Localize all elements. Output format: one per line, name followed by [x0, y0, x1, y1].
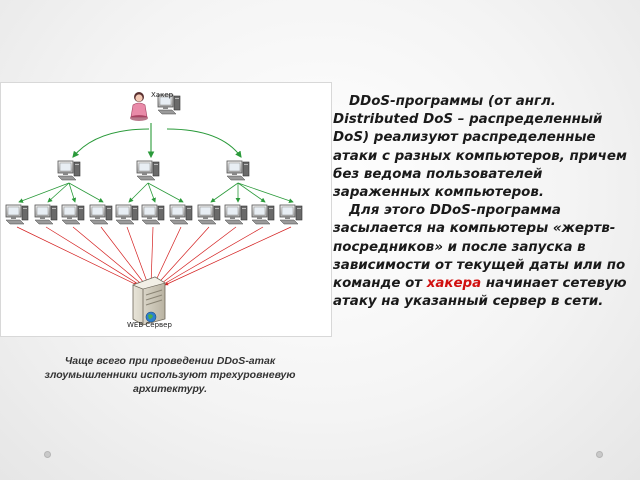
victim-computer-icon [197, 204, 221, 225]
attack-arrow [156, 226, 210, 286]
nav-dot-left[interactable] [44, 451, 51, 458]
victim-computer-icon [115, 204, 139, 225]
attack-arrow [16, 226, 138, 286]
attack-arrow [153, 226, 182, 286]
attack-arrow [126, 226, 149, 286]
victim-computer-icon [89, 204, 113, 225]
paragraph-mechanism-start: Для этого DDoS-программа засылается на к… [333, 203, 626, 292]
diagram-caption: Чаще всего при проведении DDoS-атак злоу… [44, 355, 296, 395]
paragraph-ddos-definition: DDoS-программы (от англ. Distributed DoS… [333, 94, 627, 201]
victim-computer-icon [141, 204, 165, 225]
hacker-highlight: хакера [426, 276, 482, 292]
control-arrow [47, 182, 70, 203]
hacker-label: Хакер [151, 91, 174, 99]
globe-icon [145, 311, 157, 323]
victim-computer-icon [34, 204, 58, 225]
paragraph-ddos-mechanism: Для этого DDoS-программа засылается на к… [333, 202, 633, 311]
control-arrow [166, 128, 242, 158]
attack-arrow [149, 226, 154, 286]
ddos-diagram-canvas [5, 92, 303, 326]
control-arrow [128, 182, 149, 203]
control-arrow [68, 182, 77, 203]
victim-computer-icon [224, 204, 248, 225]
control-arrow [147, 182, 184, 203]
attack-arrow [72, 226, 143, 286]
control-arrow [68, 182, 104, 203]
control-arrow [147, 182, 156, 203]
victim-computer-icon [61, 204, 85, 225]
intermediate-computer-icon [226, 160, 250, 181]
control-arrow [237, 182, 266, 203]
intermediate-computer-icon [136, 160, 160, 181]
attack-arrow [159, 226, 237, 286]
victim-computer-icon [251, 204, 275, 225]
victim-computer-icon [169, 204, 193, 225]
attack-arrow [100, 226, 146, 286]
attack-arrow [161, 226, 264, 286]
attack-arrows [16, 226, 292, 286]
server-label: WEB Сервер [127, 321, 172, 329]
web-server-icon [132, 276, 166, 326]
victim-computer-icon [5, 204, 29, 225]
control-arrows [18, 123, 294, 203]
main-text: DDoS-программы (от англ. Distributed DoS… [333, 93, 633, 311]
control-arrow [210, 182, 239, 203]
paragraph-mechanism-end: начинает сетевую атаку на указанный серв… [333, 276, 627, 310]
hacker-figure-icon [130, 92, 148, 121]
intermediate-computer-icon [57, 160, 81, 181]
control-arrow [18, 182, 70, 203]
victim-computer-icon [279, 204, 303, 225]
control-arrow [72, 128, 150, 158]
control-arrow [237, 182, 294, 203]
attack-arrow [45, 226, 141, 286]
attack-arrow [164, 226, 292, 286]
nav-dot-right[interactable] [596, 451, 603, 458]
ddos-diagram: Хакер WEB Сервер [0, 82, 332, 337]
